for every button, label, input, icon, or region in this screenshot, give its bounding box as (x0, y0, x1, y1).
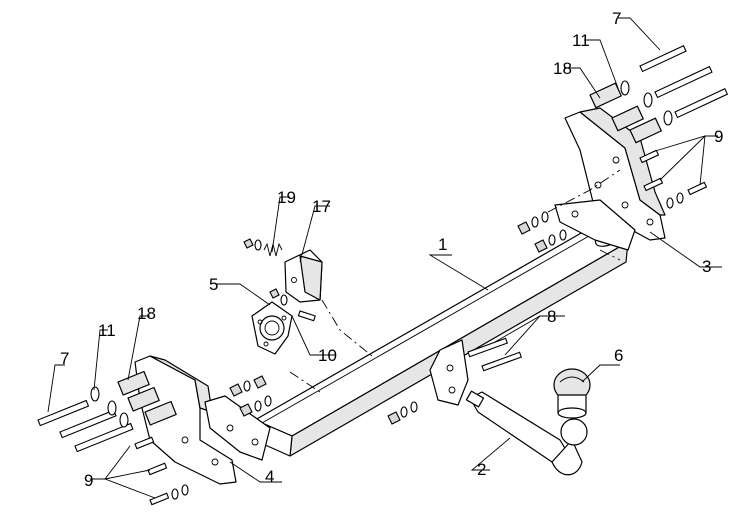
callout-part-2: 2 (477, 460, 486, 479)
center-receiver-bracket (429, 339, 469, 406)
callout-part-11-left: 11 (98, 321, 116, 340)
callout-part-7-left: 7 (60, 349, 69, 368)
spring-19 (243, 238, 283, 257)
callout-part-10: 10 (318, 346, 337, 365)
center-bolts-8 (387, 337, 523, 425)
ball-mount-arm (465, 390, 583, 476)
callout-part-18-top: 18 (553, 59, 572, 78)
callout-labels: 1 2 3 4 5 6 7 7 8 9 9 10 11 11 17 18 18 … (60, 9, 723, 490)
left-bolts-7 (37, 399, 134, 453)
callout-part-1: 1 (438, 235, 447, 254)
right-washers-11 (620, 80, 673, 126)
right-side-bracket (554, 107, 666, 251)
left-bolts-9 (134, 436, 189, 506)
callout-part-9-left: 9 (84, 471, 93, 490)
socket-plate (251, 301, 293, 355)
right-bolts-7 (639, 44, 729, 119)
right-nuts-washers (517, 211, 567, 253)
callout-part-11-top: 11 (572, 31, 590, 50)
left-spacers-18 (117, 370, 177, 426)
callout-part-8: 8 (547, 307, 556, 326)
callout-part-17: 17 (312, 197, 331, 216)
left-side-bracket (134, 355, 271, 485)
socket-bracket (284, 249, 323, 303)
left-nuts-washers (229, 375, 272, 417)
callout-part-6: 6 (614, 346, 623, 365)
callout-part-9-right: 9 (714, 127, 723, 146)
callout-part-4: 4 (265, 467, 274, 486)
tow-ball (553, 368, 591, 446)
leader-lines (47, 17, 722, 499)
right-bolts-9 (639, 149, 708, 209)
callout-part-5: 5 (209, 275, 218, 294)
assembly-lines (289, 169, 621, 393)
socket-screws-10 (269, 288, 316, 322)
left-washers-11 (90, 386, 129, 428)
callout-part-7-top: 7 (612, 9, 621, 28)
callout-part-19: 19 (277, 188, 296, 207)
right-spacers-18 (589, 82, 662, 144)
callout-part-3: 3 (702, 257, 711, 276)
callout-part-18-left: 18 (137, 304, 156, 323)
